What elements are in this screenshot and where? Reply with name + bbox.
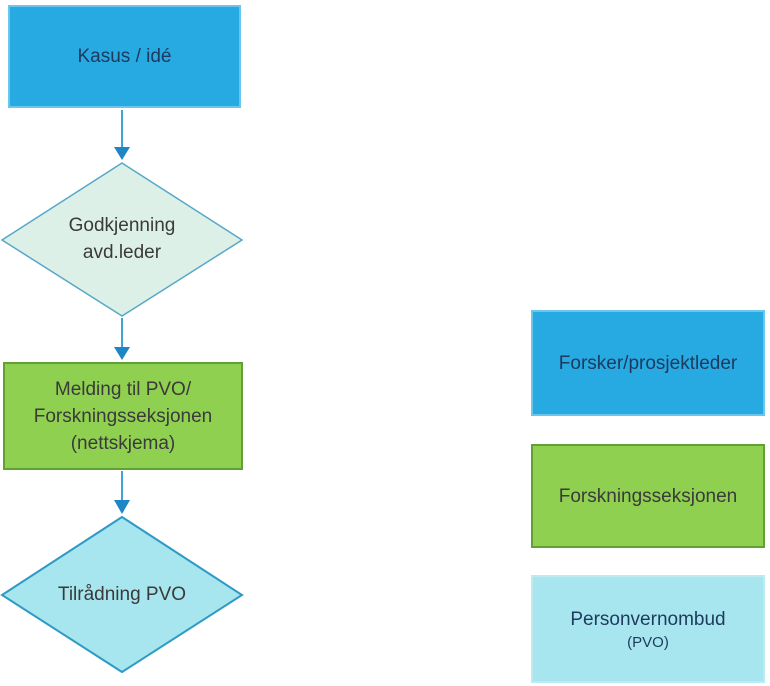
node-label-line: Tilrådning PVO [57, 584, 187, 605]
flowchart-node-godkjenning-avdleder-label: Godkjenning avd.leder [22, 212, 222, 266]
legend-sublabel: (PVO) [627, 633, 669, 651]
node-label-line: Melding til PVO/ [54, 378, 192, 400]
arrow-kasus-to-godkjenning [114, 110, 130, 160]
node-label-line: Godkjenning [68, 215, 176, 236]
node-label-line: (nettskjema) [70, 432, 176, 454]
legend-label: Forsker/prosjektleder [558, 352, 738, 374]
arrow-melding-to-tilradning [114, 471, 130, 514]
node-label-line: avd.leder [82, 242, 162, 263]
node-label-line: Forskningsseksjonen [33, 405, 213, 427]
arrow-godkjenning-to-melding [114, 318, 130, 360]
legend-item-forsker-prosjektleder: Forsker/prosjektleder [531, 310, 765, 416]
legend-item-personvernombud: Personvernombud (PVO) [531, 575, 765, 683]
legend-label: Forskningsseksjonen [558, 485, 738, 507]
flowchart-node-tilradning-pvo-label: Tilrådning PVO [12, 581, 232, 608]
diamond-godkjenning-avdleder [0, 162, 244, 317]
diamond-tilradning-pvo [0, 515, 244, 674]
legend-item-forskningsseksjonen: Forskningsseksjonen [531, 444, 765, 548]
node-label: Kasus / idé [77, 46, 172, 67]
legend-label: Personvernombud [570, 608, 726, 630]
flowchart-node-melding-til-pvo: Melding til PVO/ Forskningsseksjonen (ne… [3, 362, 243, 470]
flowchart-node-kasus-ide: Kasus / idé [8, 5, 241, 108]
